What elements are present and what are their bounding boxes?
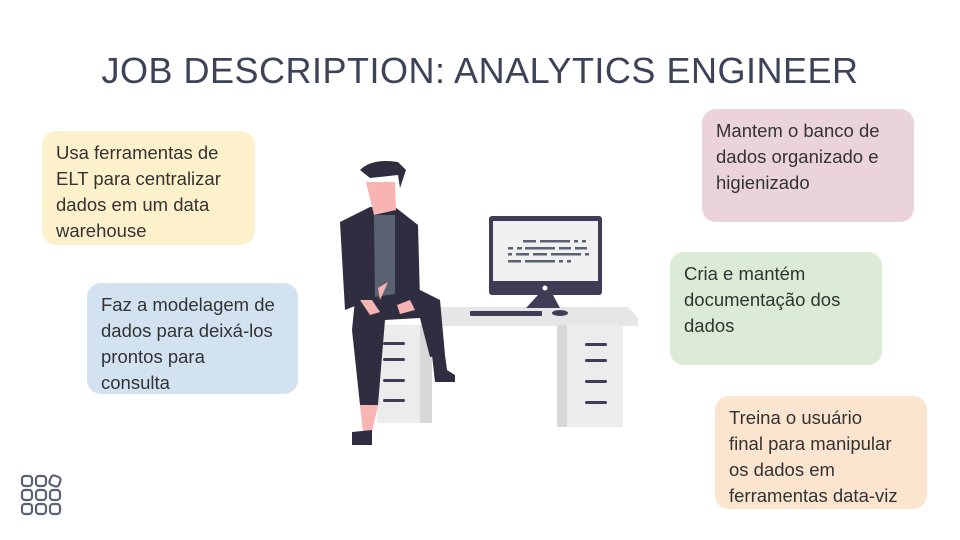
card-line: dados para deixá-los bbox=[101, 320, 273, 341]
card-documentation: Cria e mantém documentação dos dados bbox=[670, 252, 882, 365]
card-line: Usa ferramentas de bbox=[56, 142, 219, 163]
card-database: Mantem o banco de dados organizado e hig… bbox=[702, 109, 914, 222]
card-line: prontos para bbox=[101, 346, 205, 367]
card-modeling: Faz a modelagem de dados para deixá-los … bbox=[87, 283, 298, 394]
card-line: final para manipular bbox=[729, 433, 892, 454]
card-line: warehouse bbox=[56, 220, 147, 241]
card-line: Cria e mantém bbox=[684, 263, 806, 284]
card-line: dados em um data bbox=[56, 194, 210, 215]
card-line: os dados em bbox=[729, 459, 835, 480]
card-line: dados organizado e bbox=[716, 146, 879, 167]
card-line: documentação dos bbox=[684, 289, 841, 310]
card-line: ELT para centralizar bbox=[56, 168, 221, 189]
grid-app-icon bbox=[20, 474, 62, 516]
card-line: consulta bbox=[101, 372, 170, 393]
card-line: higienizado bbox=[716, 172, 810, 193]
card-line: dados bbox=[684, 315, 735, 336]
card-line: Treina o usuário bbox=[729, 407, 862, 428]
page-title: JOB DESCRIPTION: ANALYTICS ENGINEER bbox=[101, 50, 859, 91]
card-line: ferramentas data-viz bbox=[729, 485, 898, 506]
card-line: Faz a modelagem de bbox=[101, 294, 275, 315]
card-line: Mantem o banco de bbox=[716, 120, 880, 141]
card-elt: Usa ferramentas de ELT para centralizar … bbox=[42, 131, 255, 245]
card-training: Treina o usuário final para manipular os… bbox=[715, 396, 927, 509]
